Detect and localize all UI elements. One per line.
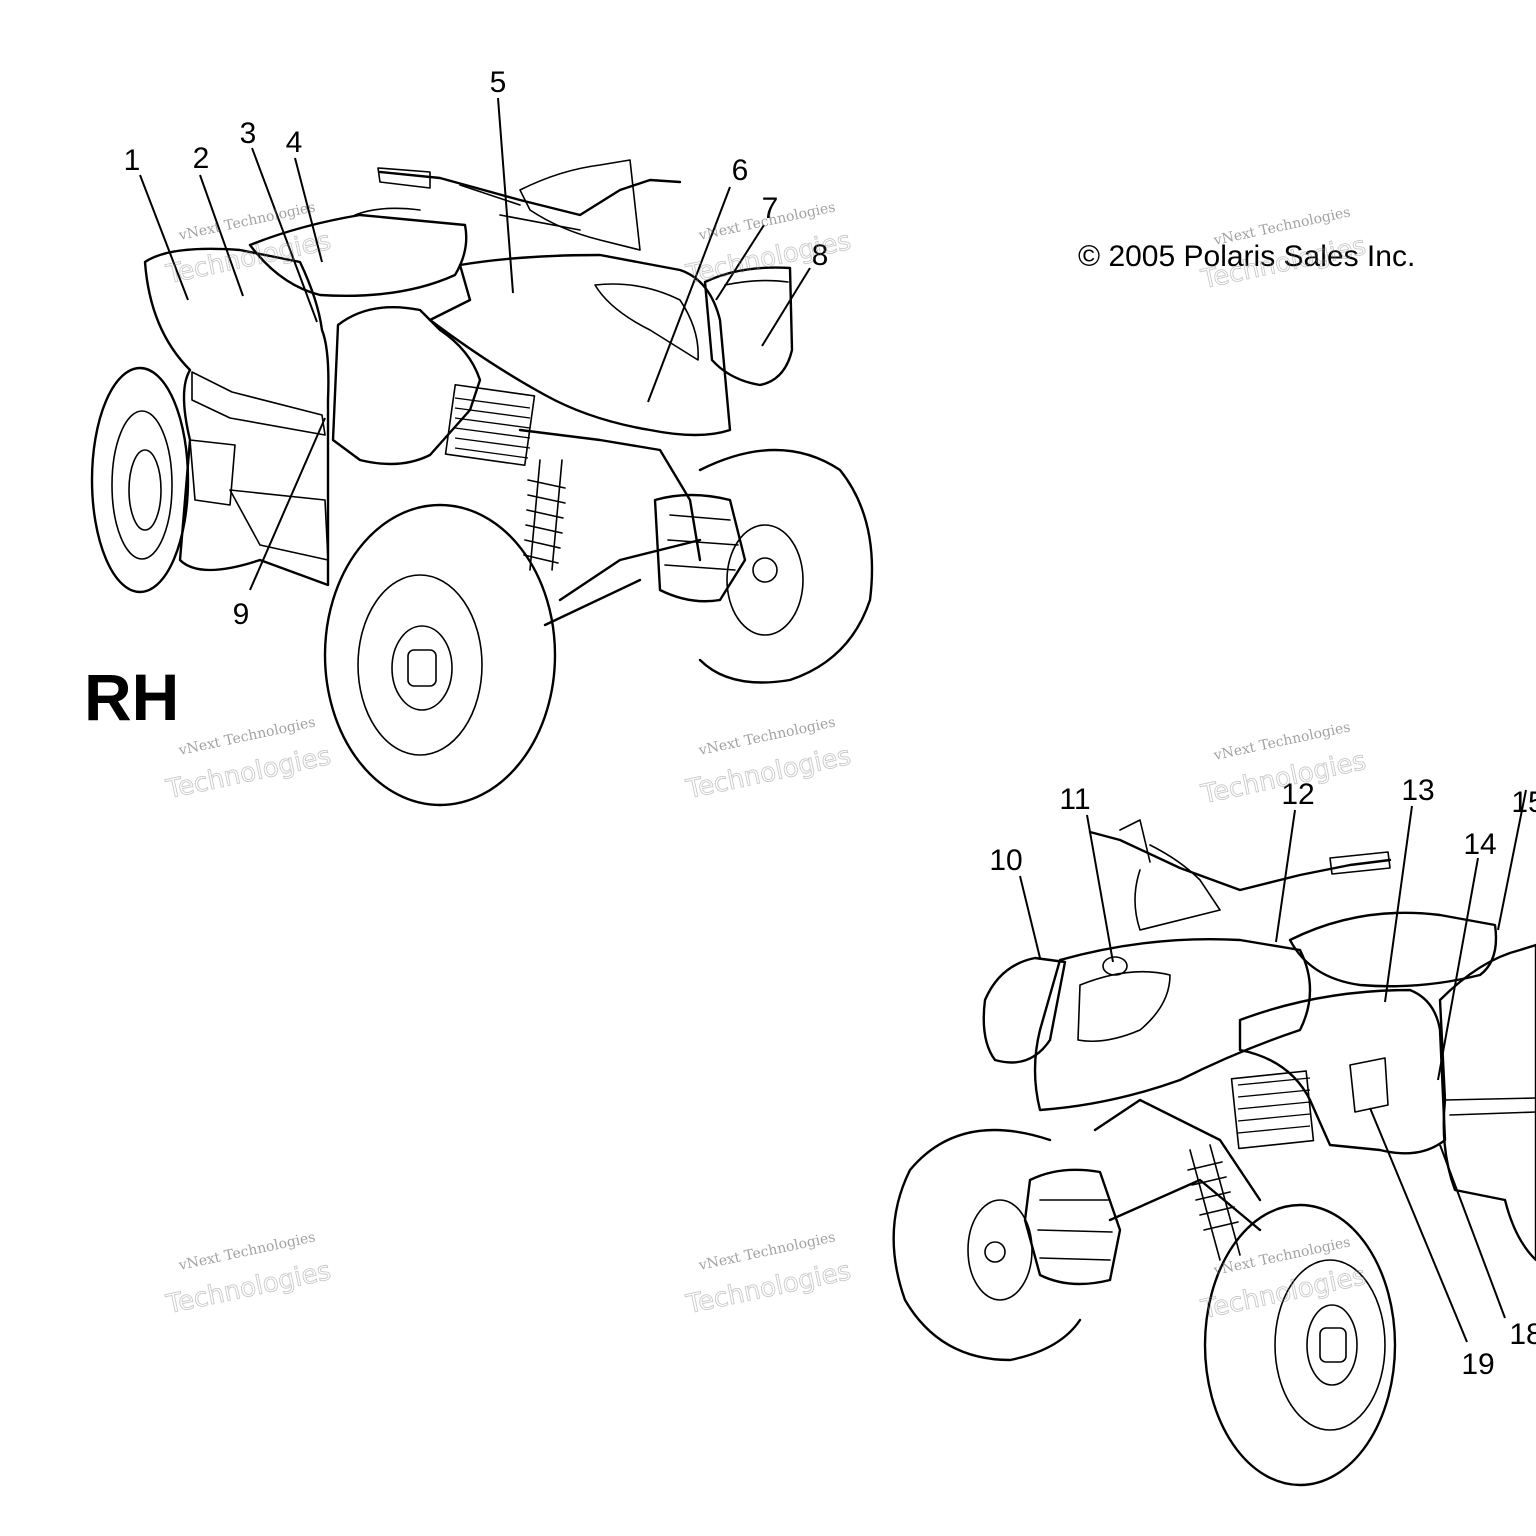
- leader-lines-lh: [1019, 789, 1527, 1343]
- front-hood-rh: [428, 253, 732, 437]
- radiator-lh: [1230, 1070, 1315, 1150]
- callout-labels: 1 2 3 4 5 6 7 8 9 10 11 12 13 14 15 18 1…: [124, 66, 1536, 1381]
- side-label: RH: [84, 660, 179, 734]
- watermark-8: vNext Technologies Technologies: [683, 1229, 854, 1320]
- shock-lh: [1187, 1144, 1241, 1261]
- front-wheel-far-rh: [698, 448, 874, 684]
- side-panel-lh: [1238, 988, 1447, 1155]
- seat-rh: [248, 213, 468, 298]
- rear-fender-rh: [143, 247, 330, 587]
- watermark-5: vNext Technologies Technologies: [683, 714, 854, 805]
- callout-2: 2: [193, 142, 210, 175]
- callout-14: 14: [1463, 828, 1496, 861]
- side-panel-rh: [331, 305, 482, 466]
- watermarks: vNext Technologies Technologies vNext Te…: [163, 199, 1369, 1325]
- rear-wheel-rh: [90, 366, 190, 594]
- atv-right-view: [90, 159, 874, 807]
- callout-1: 1: [124, 144, 141, 177]
- handlebar-lh: [1088, 830, 1392, 892]
- callout-15: 15: [1511, 786, 1536, 819]
- front-hood-lh: [1033, 937, 1312, 1112]
- callout-7: 7: [762, 192, 779, 225]
- callout-3: 3: [240, 117, 257, 150]
- decal-square-lh: [1349, 1057, 1389, 1113]
- front-wheel-near-lh: [1203, 1203, 1397, 1487]
- shock-rh: [523, 459, 566, 571]
- callout-6: 6: [732, 154, 749, 187]
- atv-left-view: [892, 819, 1536, 1487]
- front-bumper-rh: [653, 493, 747, 603]
- callout-18: 18: [1509, 1318, 1536, 1351]
- callout-4: 4: [286, 126, 303, 159]
- seat-lh: [1288, 911, 1498, 988]
- handlebar-rh: [378, 170, 682, 217]
- callout-19: 19: [1461, 1348, 1494, 1381]
- leader-lines-rh: [139, 97, 811, 591]
- headlight-pod-lh: [982, 956, 1067, 1064]
- copyright-notice: © 2005 Polaris Sales Inc.: [1078, 240, 1415, 273]
- headlight-pod-rh: [703, 266, 794, 387]
- callout-10: 10: [989, 844, 1022, 877]
- watermark-6: vNext Technologies Technologies: [1198, 719, 1369, 810]
- radiator-rh: [444, 383, 536, 467]
- callout-5: 5: [490, 66, 507, 99]
- callout-8: 8: [812, 239, 829, 272]
- rear-fender-lh: [1438, 943, 1536, 1262]
- callout-13: 13: [1401, 774, 1434, 807]
- front-bumper-lh: [1023, 1168, 1122, 1286]
- callout-9: 9: [233, 598, 250, 631]
- watermark-9: vNext Technologies Technologies: [1198, 1234, 1369, 1325]
- callout-11: 11: [1059, 783, 1090, 816]
- front-wheel-far-lh: [892, 1128, 1082, 1362]
- watermark-4: vNext Technologies Technologies: [163, 714, 334, 805]
- watermark-7: vNext Technologies Technologies: [163, 1229, 334, 1320]
- front-wheel-near-rh: [323, 503, 557, 807]
- callout-12: 12: [1281, 778, 1314, 811]
